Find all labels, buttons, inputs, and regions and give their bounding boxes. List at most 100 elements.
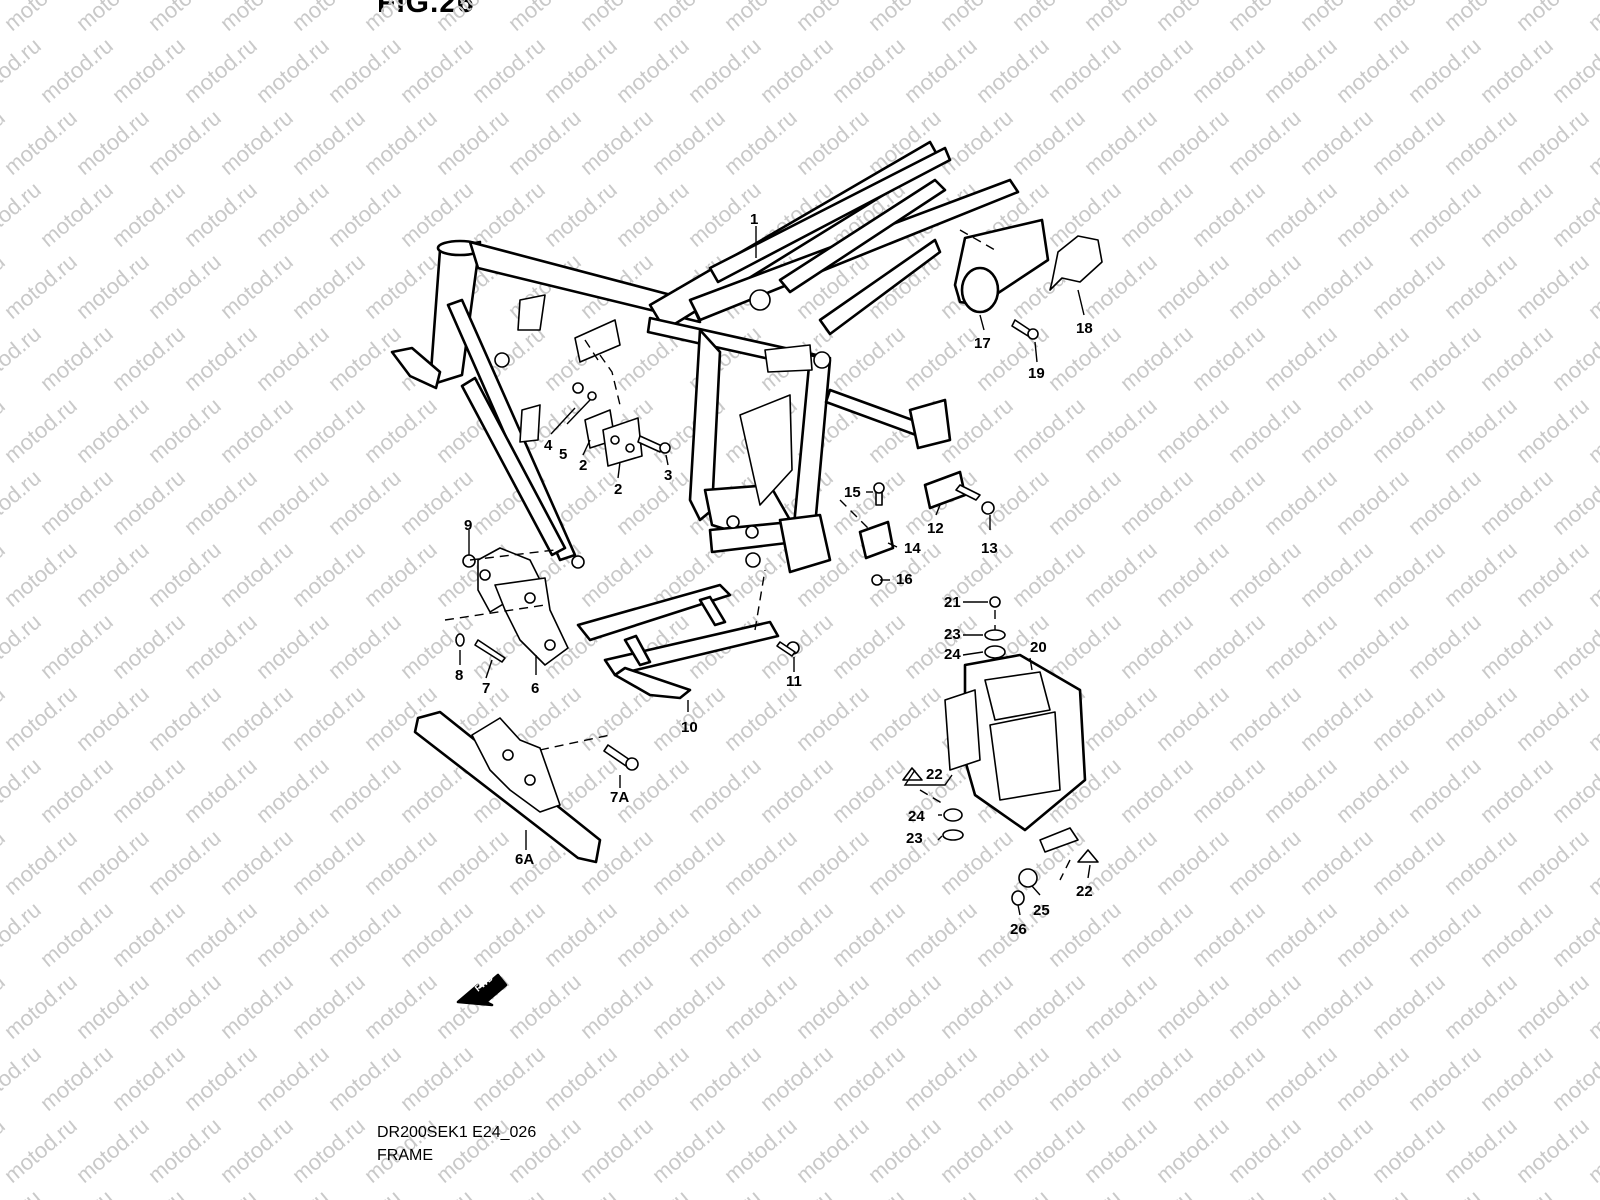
callout-18: 18 (1076, 320, 1093, 337)
watermark-text: motod.ru (467, 1041, 550, 1116)
watermark-text: motod.ru (1403, 321, 1486, 396)
watermark-text: motod.ru (251, 465, 334, 540)
watermark-text: motod.ru (1007, 0, 1090, 36)
watermark-text: motod.ru (395, 33, 478, 108)
watermark-text: motod.ru (143, 825, 226, 900)
watermark-text: motod.ru (719, 105, 802, 180)
watermark-text: motod.ru (539, 33, 622, 108)
watermark-text: motod.ru (215, 681, 298, 756)
watermark-text: motod.ru (1511, 249, 1594, 324)
watermark-text: motod.ru (323, 177, 406, 252)
lower-cradle (576, 569, 800, 700)
watermark-text: motod.ru (1367, 393, 1450, 468)
watermark-text: motod.ru (1151, 249, 1234, 324)
watermark-text: motod.ru (971, 1041, 1054, 1116)
watermark-text: motod.ru (467, 33, 550, 108)
watermark-text: motod.ru (287, 393, 370, 468)
watermark-text: motod.ru (827, 897, 910, 972)
watermark-text: motod.ru (71, 105, 154, 180)
watermark-text: motod.ru (359, 105, 442, 180)
watermark-text: motod.ru (71, 969, 154, 1044)
watermark-text: motod.ru (1511, 0, 1594, 36)
watermark-text: motod.ru (1295, 105, 1378, 180)
watermark-text: motod.ru (1007, 1113, 1090, 1188)
watermark-text: motod.ru (1223, 969, 1306, 1044)
watermark-text: motod.ru (1223, 1113, 1306, 1188)
watermark-text: motod.ru (1295, 393, 1378, 468)
watermark-text: motod.ru (1475, 753, 1558, 828)
watermark-text: motod.ru (791, 969, 874, 1044)
watermark-text: motod.ru (575, 0, 658, 36)
watermark-text: motod.ru (647, 1113, 730, 1188)
watermark-text: motod.ru (1331, 1185, 1414, 1200)
watermark-text: motod.ru (1547, 753, 1600, 828)
watermark-text: motod.ru (323, 321, 406, 396)
watermark-text: motod.ru (611, 177, 694, 252)
watermark-text: motod.ru (1403, 1041, 1486, 1116)
watermark-text: motod.ru (1295, 1113, 1378, 1188)
watermark-text: motod.ru (719, 825, 802, 900)
watermark-text: motod.ru (179, 1185, 262, 1200)
watermark-text: motod.ru (971, 33, 1054, 108)
watermark-text: motod.ru (1547, 321, 1600, 396)
watermark-text: motod.ru (395, 609, 478, 684)
watermark-text: motod.ru (1367, 249, 1450, 324)
watermark-text: motod.ru (755, 1041, 838, 1116)
watermark-text: motod.ru (863, 681, 946, 756)
watermark-text: motod.ru (1295, 681, 1378, 756)
watermark-text: motod.ru (287, 105, 370, 180)
watermark-text: motod.ru (719, 969, 802, 1044)
watermark-text: motod.ru (647, 825, 730, 900)
watermark-text: motod.ru (143, 105, 226, 180)
watermark-text: motod.ru (323, 753, 406, 828)
watermark-text: motod.ru (35, 897, 118, 972)
watermark-text: motod.ru (1043, 1041, 1126, 1116)
watermark-text: motod.ru (251, 321, 334, 396)
watermark-text: motod.ru (827, 321, 910, 396)
watermark-text: motod.ru (755, 897, 838, 972)
watermark-text: motod.ru (0, 1185, 46, 1200)
watermark-text: motod.ru (899, 1041, 982, 1116)
watermark-text: motod.ru (1403, 33, 1486, 108)
watermark-text: motod.ru (755, 1185, 838, 1200)
watermark-text: motod.ru (1331, 1041, 1414, 1116)
frame-rubbers (839, 470, 995, 586)
watermark-text: motod.ru (899, 897, 982, 972)
callout-24b: 24 (908, 808, 925, 825)
watermark-text: motod.ru (1223, 537, 1306, 612)
tool-box (953, 218, 1103, 340)
watermark-text: motod.ru (71, 0, 154, 36)
watermark-text: motod.ru (1475, 177, 1558, 252)
watermark-text: motod.ru (827, 1041, 910, 1116)
watermark-text: motod.ru (935, 0, 1018, 36)
watermark-text: motod.ru (1079, 537, 1162, 612)
watermark-text: motod.ru (251, 177, 334, 252)
callout-6: 6 (531, 680, 539, 697)
watermark-text: motod.ru (1115, 897, 1198, 972)
callout-17: 17 (974, 335, 991, 352)
watermark-text: motod.ru (1367, 825, 1450, 900)
watermark-text: motod.ru (1511, 393, 1594, 468)
watermark-text: motod.ru (1403, 465, 1486, 540)
watermark-text: motod.ru (359, 825, 442, 900)
watermark-text: motod.ru (971, 321, 1054, 396)
watermark-text: motod.ru (1259, 753, 1342, 828)
watermark-text: motod.ru (1187, 177, 1270, 252)
watermark-text: motod.ru (179, 177, 262, 252)
callout-13: 13 (981, 540, 998, 557)
watermark-text: motod.ru (1511, 825, 1594, 900)
watermark-text: motod.ru (1079, 105, 1162, 180)
watermark-text: motod.ru (1043, 609, 1126, 684)
watermark-text: motod.ru (0, 609, 46, 684)
callout-7: 7 (482, 680, 490, 697)
watermark-text: motod.ru (1079, 393, 1162, 468)
watermark-text: motod.ru (1187, 753, 1270, 828)
watermark-text: motod.ru (0, 1041, 46, 1116)
watermark-text: motod.ru (1439, 681, 1522, 756)
watermark-text: motod.ru (1547, 177, 1600, 252)
watermark-text: motod.ru (107, 753, 190, 828)
watermark-text: motod.ru (1475, 897, 1558, 972)
watermark-text: motod.ru (323, 1185, 406, 1200)
watermark-text: motod.ru (395, 897, 478, 972)
